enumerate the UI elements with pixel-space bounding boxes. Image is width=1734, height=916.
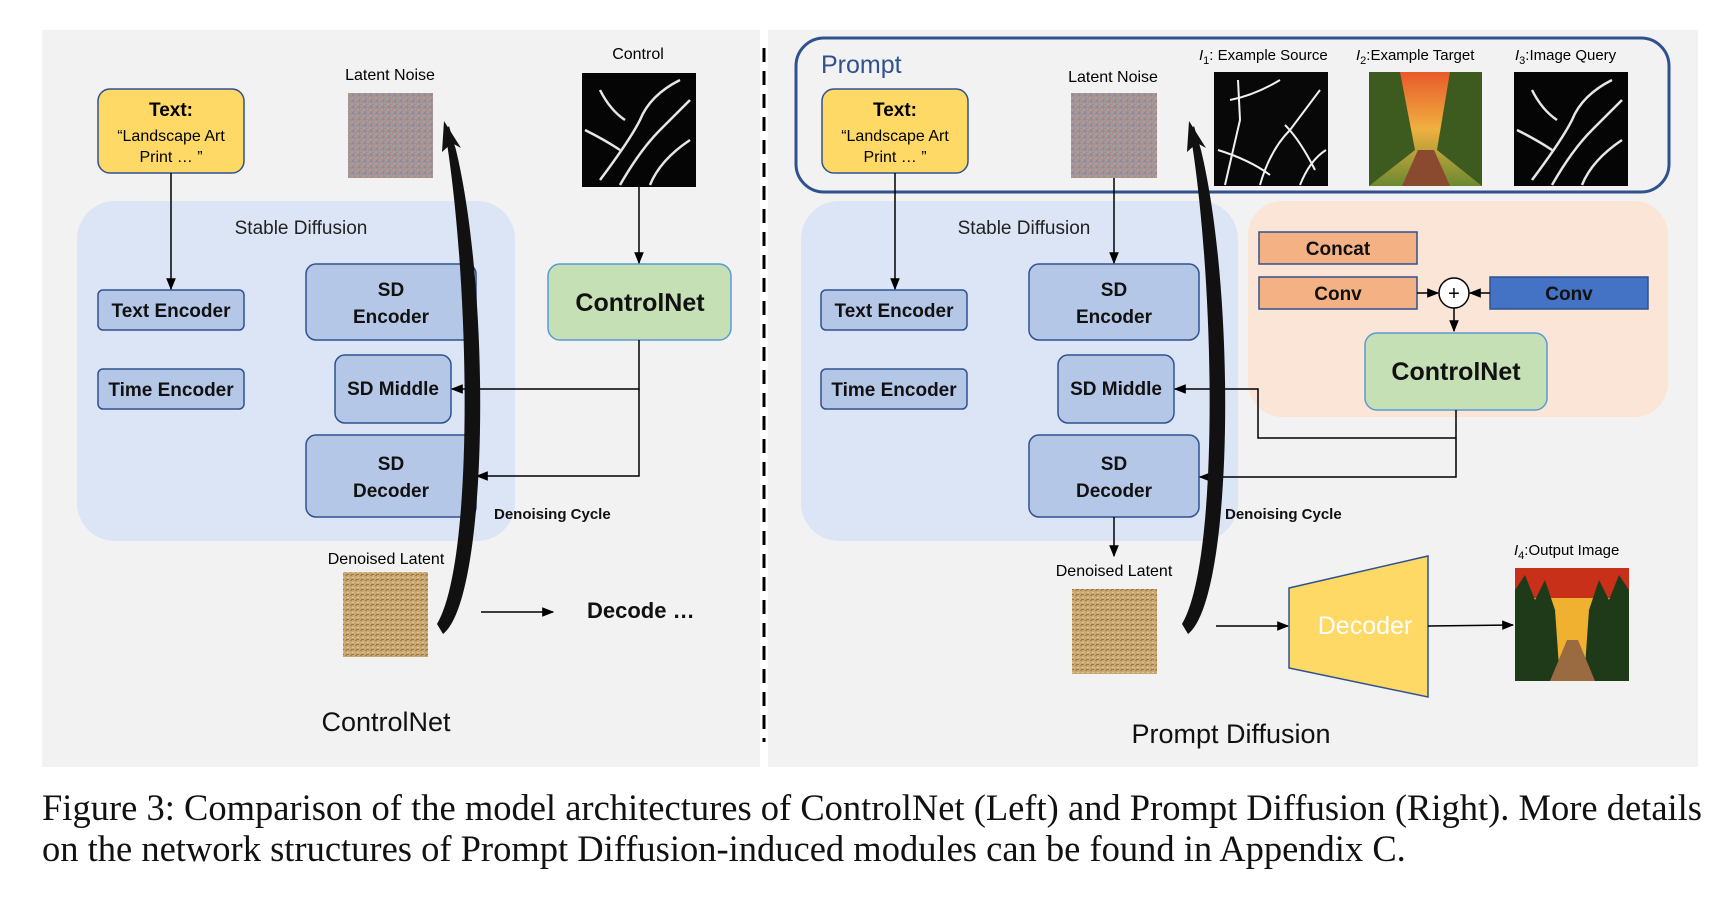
i4-label: I4:Output Image [1514,542,1619,562]
left-panel-title: ControlNet [321,707,451,737]
right-text-line2: Print … ” [863,149,926,166]
decoder-trapezoid: Decoder [1288,555,1429,698]
left-latent-noise-image [348,93,433,178]
right-stable-diffusion-label: Stable Diffusion [958,218,1091,239]
right-denoised-latent-image [1072,589,1157,674]
right-sd-encoder-box: SD Encoder [1028,263,1200,341]
conv-left-box: Conv [1258,276,1418,310]
prompt-group-outline [794,36,1671,194]
conv-left-label: Conv [1314,284,1362,305]
left-control-image [582,73,696,187]
figure-caption: Figure 3: Comparison of the model archit… [42,787,1702,869]
left-sd-encoder-line2: Encoder [353,307,430,328]
right-text-title: Text: [873,100,917,121]
left-denoising-cycle-arrowhead [442,121,461,152]
left-latent-noise-label: Latent Noise [345,67,435,84]
add-operator: + [1438,277,1470,309]
right-denoised-latent-label: Denoised Latent [1056,563,1173,580]
left-sd-encoder-box: SD Encoder [305,263,477,341]
arrow-decoder-to-output [1427,620,1515,630]
right-sd-encoder-line1: SD [1101,280,1127,301]
i3-label: I3:Image Query [1515,47,1617,67]
i3-image-query-image [1514,72,1628,186]
decoder-label: Decoder [1318,612,1413,640]
right-sd-decoder-box: SD Decoder [1028,434,1200,518]
right-denoising-cycle-arrowhead [1187,121,1206,152]
i1-example-source-image [1214,72,1328,186]
right-sd-decoder-line2: Decoder [1076,481,1153,502]
left-control-label: Control [612,46,664,63]
right-controlnet-box: ControlNet [1364,332,1548,411]
left-sd-decoder-box: SD Decoder [305,434,477,518]
right-denoising-cycle-label: Denoising Cycle [1225,506,1342,523]
left-time-encoder-box: Time Encoder [97,368,245,410]
right-latent-noise-label: Latent Noise [1068,69,1158,86]
left-controlnet-box: ControlNet [547,263,732,341]
left-stable-diffusion-label: Stable Diffusion [235,218,368,239]
left-denoising-cycle-arrow [437,126,481,634]
right-controlnet-label: ControlNet [1391,358,1521,386]
i1-label: I1: Example Source [1199,47,1328,67]
i2-label: I2:Example Target [1356,47,1475,67]
right-sd-middle-label: SD Middle [1070,379,1162,400]
i2-example-target-image [1369,72,1482,186]
left-controlnet-label: ControlNet [575,289,705,317]
right-denoising-cycle-arrow [1182,126,1226,634]
add-operator-symbol: + [1448,283,1460,305]
left-text-title: Text: [149,100,193,121]
right-latent-noise-image [1071,93,1157,178]
left-text-line2: Print … ” [139,149,202,166]
left-time-encoder-label: Time Encoder [108,380,234,401]
left-sd-decoder-line1: SD [378,454,404,475]
right-text-encoder-label: Text Encoder [835,301,955,322]
conv-right-box: Conv [1489,276,1649,310]
left-text-encoder-label: Text Encoder [112,301,232,322]
right-sd-middle-box: SD Middle [1057,354,1175,424]
left-text-line1: “Landscape Art [117,128,225,145]
prompt-group-title: Prompt [821,51,902,79]
left-text-encoder-box: Text Encoder [97,289,245,331]
right-text-prompt-box: Text: “Landscape Art Print … ” [821,88,969,174]
left-sd-middle-box: SD Middle [334,354,452,424]
i4-output-image [1515,568,1629,681]
right-arrow-controlnet-to-middle [1173,384,1457,439]
left-sd-middle-label: SD Middle [347,379,439,400]
conv-right-label: Conv [1545,284,1593,305]
left-sd-encoder-line1: SD [378,280,404,301]
right-time-encoder-box: Time Encoder [820,368,968,410]
left-denoised-latent-image [343,572,428,657]
left-decode-label: Decode … [587,598,695,623]
left-arrow-controlnet-to-decoder [475,389,640,481]
right-time-encoder-label: Time Encoder [831,380,957,401]
right-arrow-controlnet-to-decoder [1198,438,1457,482]
right-text-line1: “Landscape Art [841,128,949,145]
right-text-encoder-box: Text Encoder [820,289,968,331]
concat-box: Concat [1258,231,1418,265]
concat-label: Concat [1306,239,1371,260]
right-sd-encoder-line2: Encoder [1076,307,1153,328]
left-sd-decoder-line2: Decoder [353,481,430,502]
left-text-prompt-box: Text: “Landscape Art Print … ” [97,88,245,174]
left-denoised-latent-label: Denoised Latent [328,551,445,568]
right-sd-decoder-line1: SD [1101,454,1127,475]
right-panel-title: Prompt Diffusion [1131,719,1330,749]
left-denoising-cycle-label: Denoising Cycle [494,506,611,523]
